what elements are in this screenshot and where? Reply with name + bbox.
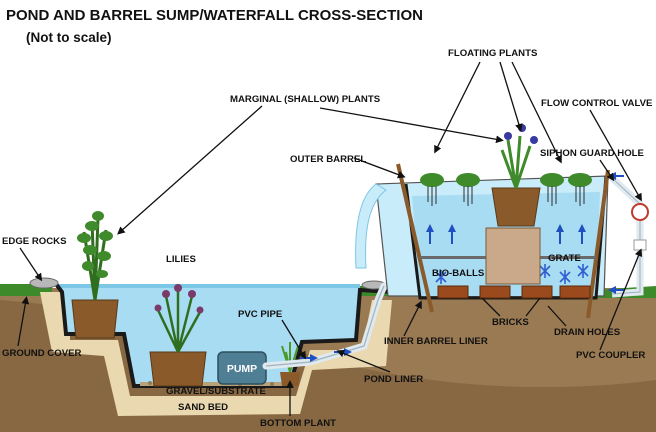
leader-lines xyxy=(17,61,643,416)
label-siphon-guard-hole: SIPHON GUARD HOLE xyxy=(540,148,645,159)
label-lilies: LILIES xyxy=(166,254,196,265)
label-edge-rocks: EDGE ROCKS xyxy=(2,236,67,247)
label-pvc-pipe: PVC PIPE xyxy=(238,309,283,320)
label-pond-liner: POND LINER xyxy=(364,374,423,385)
label-ground-cover: GROUND COVER xyxy=(2,348,81,359)
pvc-pipe xyxy=(262,282,388,370)
barrel xyxy=(355,124,610,319)
floating-plant-roots xyxy=(427,186,585,206)
label-bio-balls: BIO-BALLS xyxy=(432,268,485,279)
flow-control-valve xyxy=(631,203,649,221)
marginal-plant xyxy=(71,211,119,339)
label-flow-control-valve: FLOW CONTROL VALVE xyxy=(541,98,653,109)
pond-water xyxy=(56,284,360,386)
pond-water-surface xyxy=(56,284,360,288)
label-outer-barrel: OUTER BARREL xyxy=(290,154,366,165)
label-floating-plants: FLOATING PLANTS xyxy=(448,48,538,59)
label-bricks: BRICKS xyxy=(492,317,529,328)
label-bottom-plant: BOTTOM PLANT xyxy=(260,418,336,429)
pvc-coupler xyxy=(633,239,647,251)
inner-barrel-wall xyxy=(586,169,610,319)
pump-label: PUMP xyxy=(227,363,257,375)
label-marginal-plants: MARGINAL (SHALLOW) PLANTS xyxy=(230,94,381,105)
pump: PUMP xyxy=(217,351,267,385)
floating-plant-pot xyxy=(491,187,541,227)
label-gravel-substrate: GRAVEL/SUBSTRATE xyxy=(166,386,266,397)
floating-plant-leaves xyxy=(500,135,532,189)
sand-bed xyxy=(40,292,392,416)
label-grate: GRATE xyxy=(548,253,581,264)
return-pipe xyxy=(609,175,644,298)
floating-plants-surface xyxy=(420,173,592,187)
lily-plant xyxy=(149,284,207,387)
diagram-title: POND AND BARREL SUMP/WATERFALL CROSS-SEC… xyxy=(6,7,423,24)
waterfall xyxy=(355,183,387,269)
bottom-plant xyxy=(280,342,300,386)
label-sand-bed: SAND BED xyxy=(178,402,228,413)
diagram-subtitle: (Not to scale) xyxy=(26,30,112,45)
label-pvc-coupler: PVC COUPLER xyxy=(576,350,645,361)
pond-liner xyxy=(40,282,393,388)
label-drain-holes: DRAIN HOLES xyxy=(554,327,621,338)
outer-barrel-wall xyxy=(396,163,434,313)
label-inner-barrel-liner: INNER BARREL LINER xyxy=(384,336,488,347)
center-column xyxy=(485,227,541,285)
bricks xyxy=(437,285,591,299)
